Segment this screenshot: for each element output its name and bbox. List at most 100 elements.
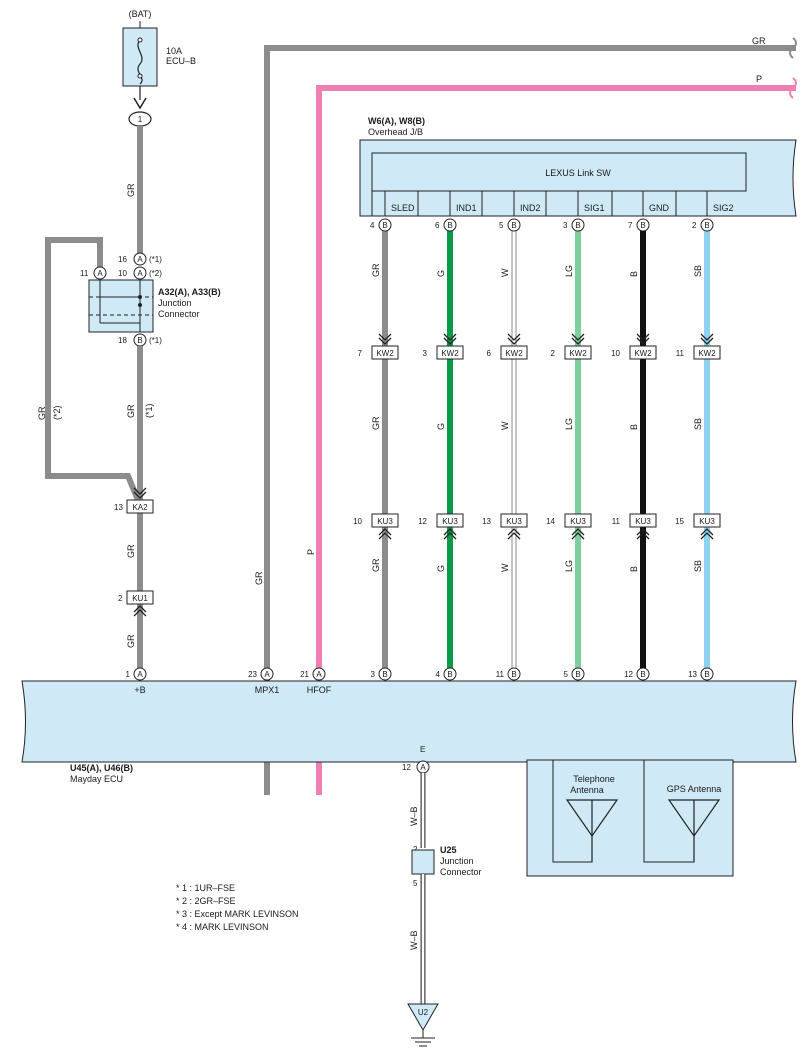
jb-pin-number: 2 [692,221,697,230]
wire-label-upper: SB [693,265,703,277]
ecu-pin-letter: A [264,670,270,679]
kw2-pin-number: 2 [551,349,556,358]
kw2-arrow [571,333,585,345]
jb-desc: Overhead J/B [368,127,423,137]
junction-pin-18: 18 B (*1) [118,333,162,347]
junction-pin-16: 16 A (*1) [118,252,162,266]
ground-icon [411,1037,435,1047]
signal-column-sig1: 3BLGLGLG2KW214KU35BSIG1 [546,218,592,695]
kw2-connector [371,345,399,360]
junction-a-desc-2: Connector [158,309,200,319]
wire-label-upper: B [629,271,639,277]
fuse-rating: 10A [166,46,182,56]
wire-label-lower: GR [371,558,381,572]
kw2-pin-number: 7 [358,349,363,358]
ecu-ground-pin: 12 A [402,760,430,774]
footnotes: * 1 : 1UR–FSE * 2 : 2GR–FSE * 3 : Except… [176,883,299,932]
ku3-pin-number: 15 [675,517,684,526]
note-1: * 1 : 1UR–FSE [176,883,235,893]
ku3-arrow [636,528,650,540]
kw2-pin-number: 6 [487,349,492,358]
jb-pin-circle [636,218,650,232]
wire-label-lower: LG [564,560,574,572]
ecu-pin-letter: A [316,670,322,679]
svg-text:(*1): (*1) [149,336,162,345]
svg-text:1: 1 [138,115,143,124]
gr-loop-note: (*2) [52,405,62,420]
ku3-connector [500,513,528,528]
jb-pin-circle [700,218,714,232]
svg-text:B: B [137,336,142,345]
signal-column-sled: 4BGRGRGR7KW210KU33BSLED [353,218,399,695]
kw2-label: KW2 [376,349,394,358]
jb-pin-number: 6 [435,221,440,230]
u25-desc-1: Junction [440,856,474,866]
telephone-antenna-label-1: Telephone [573,774,615,784]
svg-text:11: 11 [80,269,89,278]
ecu-pin-letter: B [382,670,387,679]
kw2-label: KW2 [505,349,523,358]
junction-pin-11: 11 A [80,266,107,280]
ku3-label: KU3 [442,517,458,526]
wire-break-gr [789,37,797,59]
top-gr-wire [264,45,796,795]
wire-label-middle: W [500,421,510,430]
wb2-label: W–B [409,930,419,950]
connector-ku1: 2 KU1 [118,590,154,605]
ecu-pin-circle [378,667,392,681]
ecu-pin-number: 12 [624,670,633,679]
wire-label-middle: B [629,424,639,430]
ku3-arrow [700,528,714,540]
antenna-box [526,759,734,877]
note-3: * 3 : Except MARK LEVINSON [176,909,299,919]
svg-text:18: 18 [118,336,127,345]
ku1-arrow [133,605,147,617]
ecu-pin-number: 4 [436,670,441,679]
ecu-desc: Mayday ECU [70,774,123,784]
jb-pin-circle [443,218,457,232]
wire-label-middle: G [436,423,446,430]
wire-label-lower: B [629,566,639,572]
fuse-name: ECU–B [166,56,196,66]
ecu-pin-circle [507,667,521,681]
ku3-arrow [507,528,521,540]
connector-ka2: 13 KA2 [114,499,154,514]
signal-columns: 4BGRGRGR7KW210KU33BSLED6BGGG3KW212KU34BI… [353,218,721,695]
kw2-connector [564,345,592,360]
jb-pin-number: 5 [499,221,504,230]
fuse-pin-1: 1 [128,111,152,127]
ecu-pin-circle [133,667,147,681]
wire-label-lower: SB [693,560,703,572]
ecu-pin-letter: A [137,670,143,679]
ku3-arrow [443,528,457,540]
signal-column-ind2: 5BWWW6KW213KU311BIND2 [482,218,528,695]
ku3-label: KU3 [506,517,522,526]
wb1-label: W–B [409,806,419,826]
ecu-pin-circle [571,667,585,681]
top-p-wire [316,85,796,795]
junction-pin-10: 10 A (*2) [118,266,162,280]
hfof-wire-label: P [306,549,316,555]
wire-label-middle: SB [693,418,703,430]
note-2: * 2 : 2GR–FSE [176,896,236,906]
jb-pin-number: 7 [628,221,633,230]
svg-text:10: 10 [118,269,127,278]
u25-pin-bottom: 5 [413,879,418,888]
svg-text:2: 2 [118,594,123,603]
ecu-pin-circle [260,667,274,681]
svg-text:A: A [137,255,143,264]
junction-a-name: A32(A), A33(B) [158,287,221,297]
jb-pin-letter: B [511,221,516,230]
kw2-label: KW2 [698,349,716,358]
wire-label-upper: GR [371,263,381,277]
ecu-terminal-label: +B [134,685,145,695]
gr1-label: GR [126,183,136,197]
ku3-connector [371,513,399,528]
jb-terminal-ind1: IND1 [456,203,477,213]
wire-break-p [789,77,797,99]
jb-pin-letter: B [447,221,452,230]
